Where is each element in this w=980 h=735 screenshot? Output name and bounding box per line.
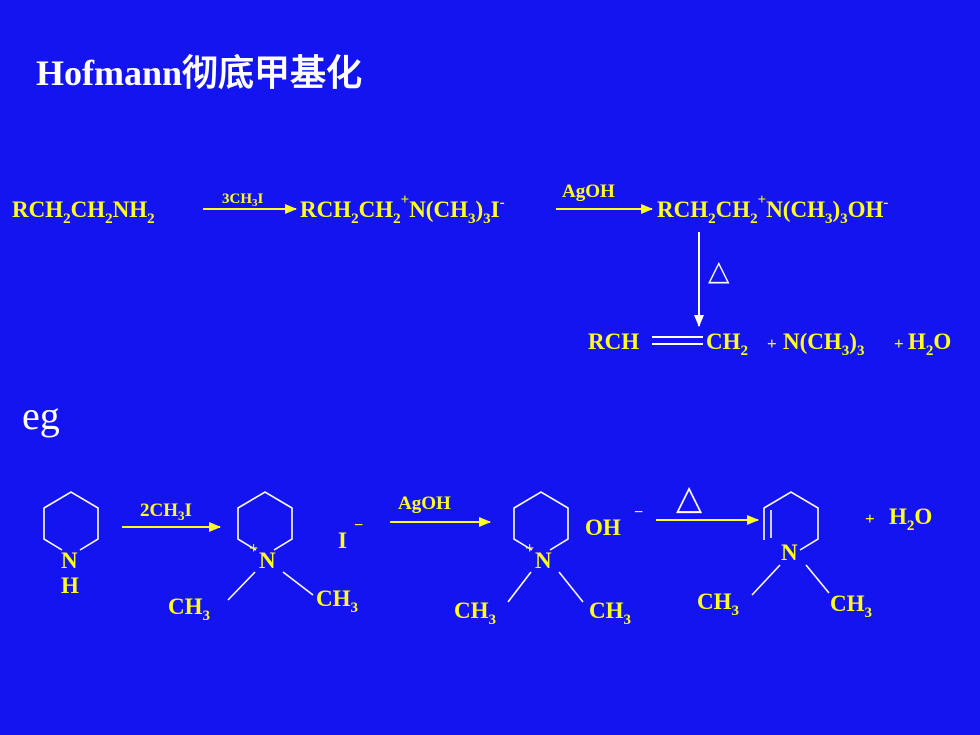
r2-ring2-charge: + <box>249 540 258 557</box>
r1-reactant: RCH2CH2NH2 <box>12 197 155 227</box>
r1-intermediate-hydroxide: RCH2CH2+N(CH3)3OH- <box>657 192 888 227</box>
example-label: eg <box>22 393 60 438</box>
r1-heat-icon: △ <box>708 256 730 287</box>
r2-ring2-methyl-right: CH3 <box>316 586 358 616</box>
r2-iodide-charge: − <box>354 517 363 534</box>
r1-intermediate-iodide: RCH2CH2+N(CH3)3I- <box>300 192 505 227</box>
r2-hydroxide-charge: − <box>634 504 643 521</box>
r2-ring2-nitrogen: N <box>259 548 276 573</box>
r2-heat-icon: △ <box>676 480 703 517</box>
r2-iodide-ion: I <box>338 528 347 553</box>
r1-product-alkene-right: CH2 <box>706 329 748 359</box>
r1-reagent-methyl-iodide: 3CH3I <box>222 191 264 209</box>
r2-plus: + <box>865 509 875 528</box>
r2-ring-2 <box>237 491 293 551</box>
r2-water: H2O <box>889 504 932 534</box>
r2-chain4-nitrogen: N <box>781 540 798 565</box>
r2-ring3-bond-right <box>558 571 584 603</box>
r2-chain4-methyl-left: CH3 <box>697 589 739 619</box>
r2-ring3-methyl-right: CH3 <box>589 598 631 628</box>
r2-ring1-nitrogen: N <box>61 548 78 573</box>
r2-chain4-bond-right <box>805 564 830 594</box>
r1-plus-2: + <box>894 334 904 353</box>
r2-ring3-bond-left <box>507 571 532 603</box>
r2-reagent-methyl-iodide: 2CH3I <box>140 500 192 523</box>
r1-product-water: H2O <box>908 329 951 359</box>
r2-ring3-charge: + <box>525 540 534 557</box>
r1-reagent-agoh: AgOH <box>562 181 615 202</box>
r1-product-trimethylamine: N(CH3)3 <box>783 329 864 359</box>
r2-ring1-hydrogen: H <box>61 573 79 598</box>
r2-piperidinium-iodide: + N CH3 CH3 I − <box>168 491 363 624</box>
r2-ring3-methyl-left: CH3 <box>454 598 496 628</box>
r2-piperidinium-hydroxide: + N CH3 CH3 OH − <box>454 491 643 628</box>
r2-ring2-methyl-left: CH3 <box>168 594 210 624</box>
r2-reagent-agoh: AgOH <box>398 493 451 514</box>
r2-chain-4 <box>763 491 819 551</box>
slide-title: Hofmann彻底甲基化 <box>36 53 363 93</box>
r2-ring3-nitrogen: N <box>535 548 552 573</box>
r2-piperidine: N H <box>43 491 99 598</box>
r2-ring-3 <box>513 491 569 551</box>
r2-ring2-bond-right <box>282 571 314 596</box>
r2-ring2-bond-left <box>227 571 256 601</box>
r2-ring-1 <box>43 491 99 551</box>
r1-plus-1: + <box>767 334 777 353</box>
r2-ring-opened-amine: N CH3 CH3 <box>697 491 872 621</box>
r2-chain4-methyl-right: CH3 <box>830 591 872 621</box>
r2-hydroxide-ion: OH <box>585 515 621 540</box>
r2-chain4-bond-left <box>751 564 781 596</box>
r1-product-alkene-left: RCH <box>588 329 639 354</box>
